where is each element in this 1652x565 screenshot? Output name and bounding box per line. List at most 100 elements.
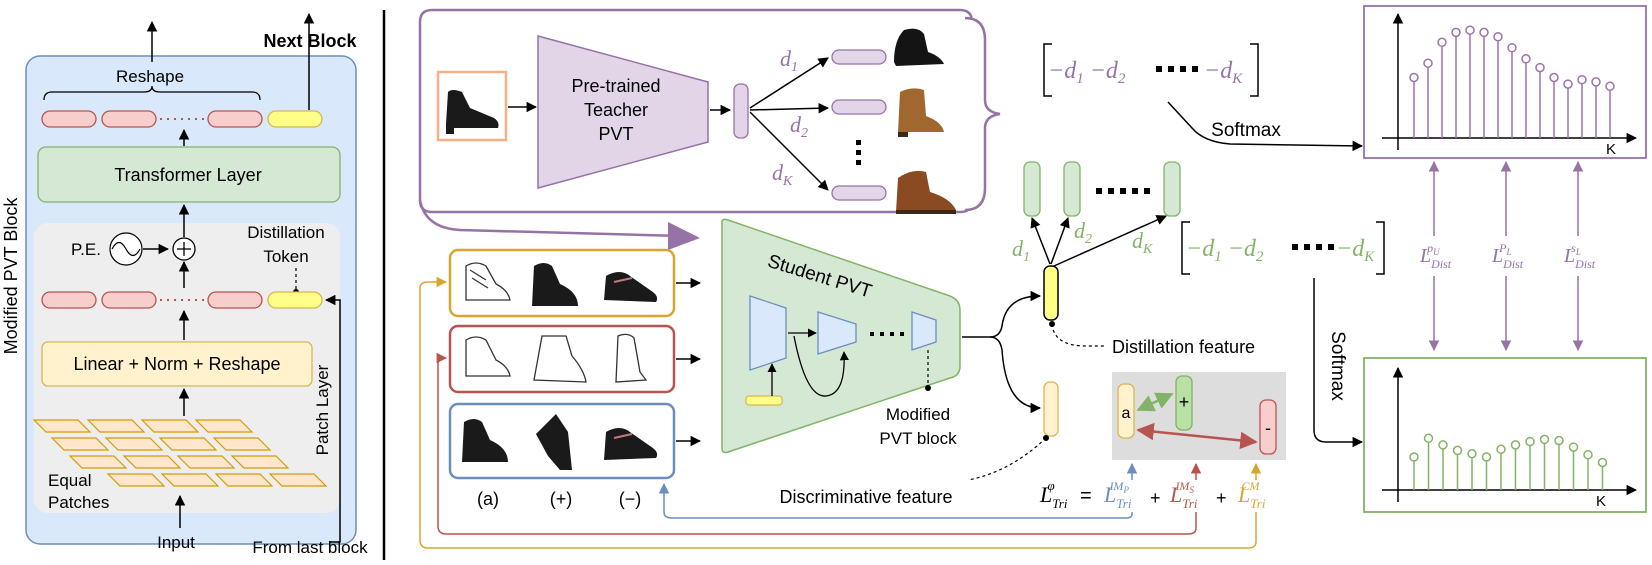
modified-pvt-block-title: Modified PVT Block	[1, 197, 21, 355]
distillation-feature-vector	[1043, 265, 1059, 321]
input-label: Input	[157, 533, 195, 552]
pe-label: P.E.	[71, 240, 101, 259]
svg-text:−dK: −dK	[1204, 58, 1243, 87]
stem-marker	[1597, 457, 1608, 468]
stem-marker	[1525, 436, 1535, 447]
stem-marker	[1409, 72, 1419, 83]
stem-marker	[1438, 440, 1448, 450]
teacher-chart-axis-label: K	[1606, 141, 1616, 158]
transformer-layer-label: Transformer Layer	[114, 165, 261, 185]
shoe-image	[532, 263, 578, 306]
stem-marker	[1535, 62, 1545, 73]
sketch-image	[533, 335, 587, 383]
svg-text:LDistpU: LDistpU	[1419, 241, 1452, 271]
shoe-image	[462, 419, 508, 462]
stem-marker	[1521, 54, 1531, 64]
from-last-block-label: From last block	[252, 538, 368, 557]
sketch-image	[465, 336, 511, 377]
stem-marker	[1507, 43, 1517, 53]
gallery-feature	[831, 49, 887, 65]
teacher-container	[418, 8, 974, 214]
stem-marker	[1423, 433, 1434, 444]
anchor-feature-label: a	[1122, 405, 1131, 422]
svg-text:LTriIMS: LTriIMS	[1169, 479, 1198, 511]
reshape-label: Reshape	[116, 67, 184, 86]
triplet-negative-label: (−)	[619, 489, 642, 509]
stem-marker	[1539, 434, 1550, 445]
student-distance-vector: −d1 −d2 −dK	[1181, 221, 1385, 275]
token-box	[101, 291, 157, 309]
shoe-image	[898, 88, 944, 137]
equal-patches-label: Equal	[48, 471, 91, 490]
dist-loss-label: LDistPL	[1491, 241, 1524, 271]
teacher-pvt-trapezoid	[537, 35, 709, 189]
negative-feature-label: -	[1265, 418, 1271, 438]
shoe-image	[536, 414, 572, 470]
svg-text:LDistPL: LDistPL	[1491, 241, 1524, 271]
shoe-image	[894, 28, 944, 67]
stem-marker	[1510, 440, 1521, 450]
teacher-distance-vector: −d1 −d2 −dK	[1043, 43, 1259, 97]
triplet-loss-equation: LTriφ = LTriIMP + LTriIMS + LTriCM	[1039, 478, 1266, 511]
modified-pvt-block-shape	[911, 311, 937, 351]
stem-marker	[1481, 452, 1492, 462]
negative-feature	[1259, 399, 1277, 455]
student-d1-label: d1	[1012, 236, 1030, 265]
modified-pvt-block-shape	[749, 295, 787, 371]
stem-marker	[1568, 442, 1579, 452]
equal-patches-grid	[32, 419, 328, 487]
stem-marker	[1583, 450, 1593, 460]
svg-text:LDistsL: LDistsL	[1563, 241, 1596, 271]
distillation-token-label: Token	[263, 247, 308, 266]
teacher-pvt-label: Teacher	[584, 100, 648, 120]
svg-text:LTriIMP: LTriIMP	[1103, 479, 1132, 511]
modified-pvt-block-shape	[817, 311, 857, 355]
triplet-anchor-label: (a)	[477, 489, 499, 509]
student-gallery-feature	[1023, 161, 1041, 217]
stem-marker	[1465, 25, 1475, 35]
student-chart-axis-label: K	[1596, 493, 1606, 510]
distillation-token-label: Distillation	[247, 223, 324, 242]
sketch-image	[465, 262, 511, 301]
shoe-image	[604, 272, 658, 302]
stem-marker	[1605, 81, 1615, 92]
stem-marker	[1479, 27, 1489, 38]
stem-marker	[1554, 435, 1564, 446]
cross-modal-triplet-frame	[448, 248, 676, 318]
shoe-image	[896, 170, 956, 214]
shoe-image	[604, 428, 658, 460]
teacher-distribution-chart-frame	[1363, 5, 1647, 159]
distillation-token-box	[267, 291, 323, 309]
stem-marker	[1452, 445, 1463, 456]
stem-marker	[1451, 27, 1461, 38]
teacher-feature-vector	[733, 83, 749, 139]
svg-text:LTriCM: LTriCM	[1237, 479, 1266, 511]
student-gallery-feature	[1063, 161, 1081, 217]
next-block-label: Next Block	[263, 31, 357, 51]
stem-marker	[1591, 77, 1601, 87]
svg-text:−d1 −d2: −d1 −d2	[1186, 236, 1264, 265]
triplet-positive-label: (+)	[550, 489, 573, 509]
teacher-pvt-label: Pre-trained	[571, 76, 660, 96]
token-box	[41, 291, 97, 309]
dist-loss-label: LDistsL	[1563, 241, 1596, 271]
discriminative-feature-label: Discriminative feature	[779, 487, 952, 507]
teacher-pvt-label: PVT	[598, 124, 633, 144]
shoe-image	[446, 90, 499, 134]
distillation-feature-label: Distillation feature	[1112, 337, 1255, 357]
transformer-layer-box	[37, 146, 341, 203]
stem-marker	[1437, 37, 1447, 48]
student-gallery-feature	[1163, 161, 1181, 217]
student-dk-label: dK	[1132, 228, 1153, 257]
token-box	[101, 110, 157, 128]
stem-marker	[1577, 74, 1587, 85]
stem-marker	[1496, 444, 1506, 455]
patch-layer-label: Patch Layer	[313, 364, 332, 455]
token-box	[207, 110, 263, 128]
svg-text:+: +	[1150, 488, 1161, 508]
positive-feature-label: +	[1179, 392, 1190, 412]
teacher-d1-label: d1	[780, 46, 798, 75]
svg-text:+: +	[1216, 488, 1227, 508]
teacher-softmax-label: Softmax	[1211, 120, 1281, 141]
